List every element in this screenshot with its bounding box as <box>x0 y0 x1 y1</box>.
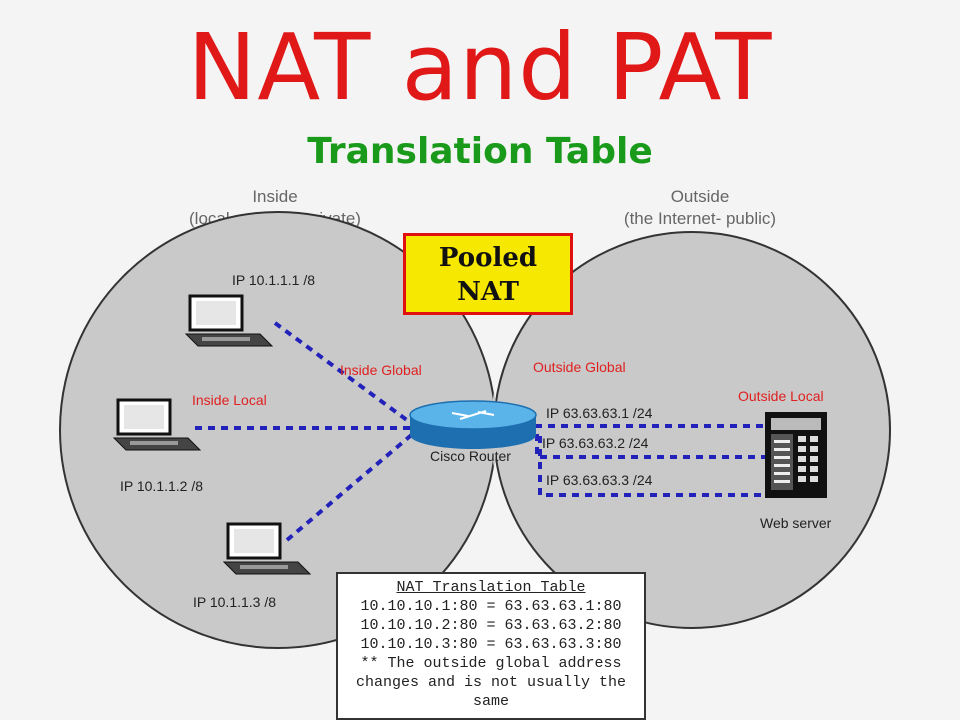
server-label: Web server <box>760 515 832 531</box>
outside-zone-desc: (the Internet- public) <box>623 209 777 228</box>
computer-icon <box>222 522 312 575</box>
router-icon <box>409 400 537 449</box>
inside-zone-name: Inside <box>252 187 298 206</box>
computer-icon <box>112 398 202 451</box>
outside-zone-name: Outside <box>670 187 730 206</box>
nat-table-row: 10.10.10.1:80 = 63.63.63.1:80 <box>360 598 622 615</box>
nat-table-title: NAT Translation Table <box>396 579 586 596</box>
outside-zone-label: Outside (the Internet- public) <box>585 186 815 230</box>
outside-ip-1: IP 63.63.63.1 /24 <box>546 405 653 421</box>
host1-ip: IP 10.1.1.1 /8 <box>232 272 316 288</box>
outside-ip-2: IP 63.63.63.2 /24 <box>542 435 649 451</box>
computer-icon <box>184 294 274 347</box>
router-label: Cisco Router <box>430 448 511 464</box>
page-title: NAT and PAT <box>187 14 773 121</box>
outside-global-label: Outside Global <box>533 359 626 375</box>
pooled-nat-line2: NAT <box>457 277 519 307</box>
outside-ip-3: IP 63.63.63.3 /24 <box>546 472 653 488</box>
link-host1 <box>273 321 417 428</box>
nat-translation-table: NAT Translation Table 10.10.10.1:80 = 63… <box>336 572 646 720</box>
inside-global-label: Inside Global <box>340 362 422 378</box>
nat-table-note: same <box>472 693 509 710</box>
link-host3 <box>285 430 417 542</box>
server-icon <box>765 412 827 498</box>
nat-table-note: changes and is not usually the <box>355 674 627 691</box>
outside-local-label: Outside Local <box>738 388 824 404</box>
host2-ip: IP 10.1.1.2 /8 <box>120 478 204 494</box>
nat-table-row: 10.10.10.3:80 = 63.63.63.3:80 <box>360 636 622 653</box>
inside-local-label: Inside Local <box>192 392 267 408</box>
link-outside-3 <box>538 436 768 497</box>
nat-table-row: 10.10.10.2:80 = 63.63.63.2:80 <box>360 617 622 634</box>
nat-table-note: ** The outside global address <box>360 655 622 672</box>
link-outside-2 <box>535 434 768 459</box>
page-subtitle: Translation Table <box>307 131 653 172</box>
pooled-nat-line1: Pooled <box>438 243 538 273</box>
pooled-nat-box: Pooled NAT <box>403 233 573 315</box>
host3-ip: IP 10.1.1.3 /8 <box>193 594 277 610</box>
